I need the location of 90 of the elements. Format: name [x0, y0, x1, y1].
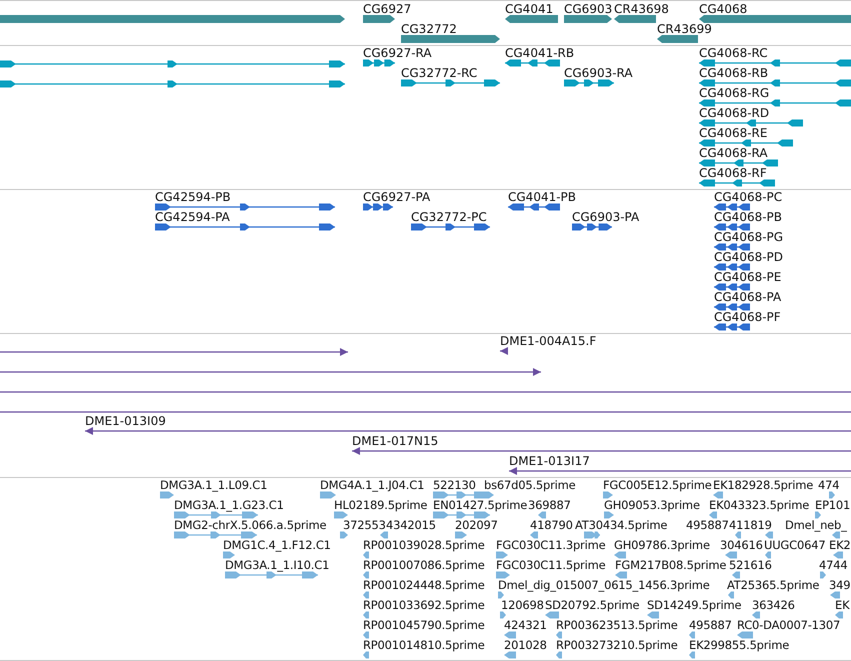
feature-label: 424321 [504, 618, 547, 632]
feature-label: CG32772-RC [401, 66, 478, 80]
feature-label: CG4068-RB [699, 66, 768, 80]
feature-label: DMG1C.4_1.F12.C1 [223, 538, 331, 552]
feature-label: EK182928.5prime [713, 478, 814, 492]
feature-label: Dmel_dig_015007_0615_1456.3prime [498, 578, 710, 592]
feature-label: CG4068-RE [699, 126, 768, 140]
feature-label: DMG2-chrX.5.066.a.5prime [174, 518, 326, 532]
feature-label: UUGC0647 [764, 538, 826, 552]
feature-label: GH09786.3prime [614, 538, 710, 552]
feature-label: EN01427.5prime [433, 498, 528, 512]
feature-label: CG4068 [699, 2, 748, 16]
feature-label: CG6927-PA [363, 190, 430, 204]
feature-label: RP001007086.5prime [363, 558, 485, 572]
feature-label: RP001039028.5prime [363, 538, 485, 552]
feature-label: 363426 [752, 598, 795, 612]
feature-label: 372553 [343, 518, 386, 532]
feature-label: CG32772 [401, 22, 457, 36]
feature-label: CG4068-PF [714, 310, 781, 324]
feature-label: 201028 [504, 638, 547, 652]
feature-label: RP003623513.5prime [556, 618, 678, 632]
feature-label: CG4068-RF [699, 166, 767, 180]
feature-label: 4744 [819, 558, 848, 572]
feature-label: bs67d05.5prime [484, 478, 576, 492]
feature-label: SD14249.5prime [647, 598, 742, 612]
feature-label: HL02189.5prime [334, 498, 428, 512]
feature-label: 522130 [433, 478, 476, 492]
feature-label: CG4068-RC [699, 46, 768, 60]
feature-label: CR43699 [657, 22, 712, 36]
feature-label: CG4041 [505, 2, 554, 16]
feature-label: FGC030C11.5prime [496, 558, 606, 572]
feature-label: 521616 [729, 558, 772, 572]
feature-label: 304616 [720, 538, 763, 552]
feature-label: 495887 [686, 518, 729, 532]
feature-label: DMG4A.1_1.J04.C1 [320, 478, 424, 492]
feature-label: CR43698 [614, 2, 669, 16]
feature-label: RC0-DA0007-1307 [737, 618, 840, 632]
feature-label: CG42594-PB [155, 190, 231, 204]
feature-label: SD20792.5prime [545, 598, 640, 612]
feature-label: GH09053.3prime [604, 498, 700, 512]
feature-label: RP001045790.5prime [363, 618, 485, 632]
feature-label: CG4041-PB [508, 190, 576, 204]
feature-label: DME1-013I09 [85, 414, 166, 428]
feature-label: CG6903-PA [572, 210, 640, 224]
feature-label: CG6927 [363, 2, 412, 16]
feature-label: 369887 [528, 498, 571, 512]
feature-label: CG4068-PB [714, 210, 782, 224]
feature-label: EK2 [829, 538, 851, 552]
feature-label: DMG3A.1_1.G23.C1 [174, 498, 284, 512]
feature-label: CG4068-RG [699, 86, 770, 100]
feature-label: CG42594-PA [155, 210, 230, 224]
feature-label: AT30434.5prime [575, 518, 668, 532]
feature-label: RP001014810.5prime [363, 638, 485, 652]
feature-label: FGC030C11.3prime [496, 538, 606, 552]
feature-label: 202097 [455, 518, 498, 532]
feature-label: CG4068-RD [699, 106, 770, 120]
feature-label: CG6903 [564, 2, 612, 16]
feature-label: CG32772-PC [411, 210, 487, 224]
feature-label: 495887 [689, 618, 732, 632]
feature-label: 411819 [729, 518, 772, 532]
feature-label: CG4068-PD [714, 250, 784, 264]
feature-label: CG4068-PE [714, 270, 782, 284]
feature-label: CG4068-PA [714, 290, 782, 304]
feature-label: EK [835, 598, 850, 612]
feature-label: AT25365.5prime [727, 578, 820, 592]
feature-label: 349 [829, 578, 850, 592]
feature-label: EP101 [815, 498, 850, 512]
feature-label: DMG3A.1_1.L09.C1 [160, 478, 268, 492]
feature-label: RP003273210.5prime [556, 638, 678, 652]
feature-label: RP001024448.5prime [363, 578, 485, 592]
feature-label: Dmel_neb_ [785, 518, 847, 532]
feature-label: CG4068-PG [714, 230, 784, 244]
feature-label: CG6927-RA [363, 46, 432, 60]
feature-label: 4342015 [386, 518, 436, 532]
feature-label: DME1-017N15 [352, 434, 438, 448]
feature-label: FGM217B08.5prime [615, 558, 726, 572]
feature-label: 418790 [530, 518, 573, 532]
feature-label: EK043323.5prime [709, 498, 810, 512]
feature-label: 120698 [501, 598, 544, 612]
feature-label: EK299855.5prime [689, 638, 790, 652]
feature-label: 474 [818, 478, 840, 492]
feature-label: DMG3A.1_1.I10.C1 [225, 558, 330, 572]
feature-label: DME1-013I17 [509, 454, 590, 468]
feature-label: RP001033692.5prime [363, 598, 485, 612]
feature-label: CG4041-RB [505, 46, 574, 60]
feature-label: DME1-004A15.F [500, 334, 596, 348]
feature-label: CG4068-PC [714, 190, 782, 204]
feature-label: CG4068-RA [699, 146, 768, 160]
feature-label: CG6903-RA [564, 66, 633, 80]
feature-label: FGC005E12.5prime [603, 478, 712, 492]
